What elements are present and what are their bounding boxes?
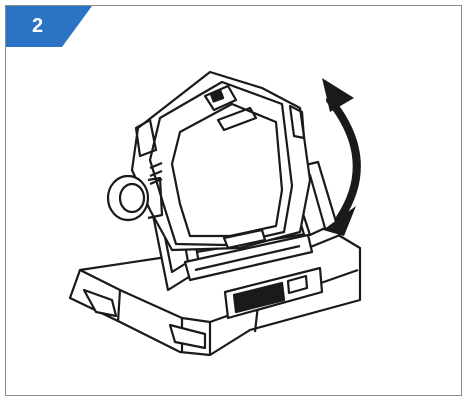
rotation-arrow-icon bbox=[322, 78, 361, 236]
step-number: 2 bbox=[32, 14, 44, 37]
